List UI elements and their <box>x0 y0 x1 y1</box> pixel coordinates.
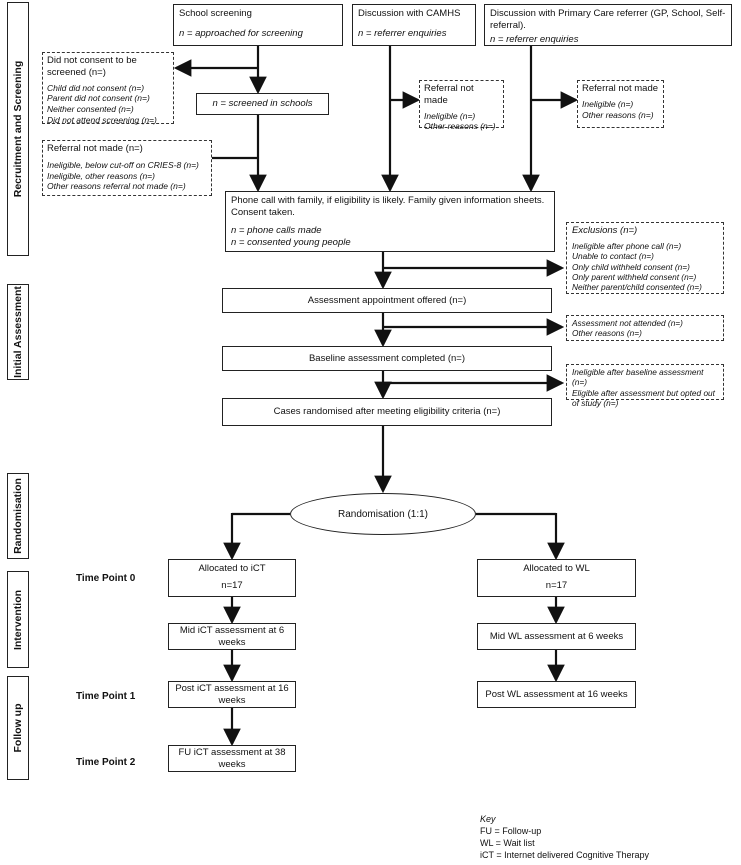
key-title: Key <box>480 814 496 824</box>
school-screening-title: School screening <box>179 8 252 19</box>
mid-ict-box: Mid iCT assessment at 6 weeks <box>168 623 296 650</box>
exclusions-item: Neither parent/child consented (n=) <box>572 282 702 293</box>
fu-ict-text: FU iCT assessment at 38 weeks <box>178 746 286 770</box>
no-consent-item: Child did not consent (n=) <box>47 82 145 93</box>
allocated-ict-box: Allocated to iCT n=17 <box>168 559 296 597</box>
baseline-box: Baseline assessment completed (n=) <box>222 346 552 371</box>
assessment-offered-box: Assessment appointment offered (n=) <box>222 288 552 313</box>
randomised-box: Cases randomised after meeting eligibili… <box>222 398 552 426</box>
not-attended-box: Assessment not attended (n=) Other reaso… <box>566 315 724 341</box>
referral-school-item: Other reasons referral not made (n=) <box>47 181 186 192</box>
phone-call-box: Phone call with family, if eligibility i… <box>225 191 555 252</box>
randomisation-label: Randomisation (1:1) <box>337 508 429 520</box>
phase-randomisation: Randomisation <box>7 473 29 559</box>
camhs-box: Discussion with CAMHS n = referrer enqui… <box>352 4 476 46</box>
school-screening-box: School screening n = approached for scre… <box>173 4 343 46</box>
primary-care-n: n = referrer enquiries <box>490 33 579 45</box>
allocated-wl-n: n=17 <box>545 579 568 591</box>
referral-school-title: Referral not made (n=) <box>47 143 143 154</box>
exclusions-box: Exclusions (n=) Ineligible after phone c… <box>566 222 724 294</box>
after-baseline-item: Eligible after assessment but opted out … <box>572 387 715 409</box>
phase-follow-up: Follow up <box>7 676 29 780</box>
primary-care-box: Discussion with Primary Care referrer (G… <box>484 4 732 46</box>
no-consent-item: Did not attend screening (n=) <box>47 114 157 125</box>
exclusions-title: Exclusions (n=) <box>572 225 638 236</box>
primary-care-title: Discussion with Primary Care referrer (G… <box>490 8 726 31</box>
baseline-text: Baseline assessment completed (n=) <box>308 352 466 364</box>
exclusions-item: Unable to contact (n=) <box>572 251 654 262</box>
randomisation-oval: Randomisation (1:1) <box>290 493 476 535</box>
allocated-ict-n: n=17 <box>221 579 243 591</box>
phase-initial-assessment: Initial Assessment <box>7 284 29 380</box>
key-legend: Key FU = Follow-up WL = Wait list iCT = … <box>480 813 649 862</box>
camhs-title: Discussion with CAMHS <box>358 8 461 19</box>
referral-camhs-item: Ineligible (n=) <box>424 110 476 121</box>
referral-not-made-school-box: Referral not made (n=) Ineligible, below… <box>42 140 212 196</box>
camhs-n: n = referrer enquiries <box>358 27 447 39</box>
referral-camhs-item: Other reasons (n=) <box>424 121 496 132</box>
key-item: iCT = Internet delivered Cognitive Thera… <box>480 850 650 861</box>
exclusions-item: Only child withheld consent (n=) <box>572 261 690 272</box>
time-point-2: Time Point 2 <box>76 757 136 768</box>
referral-school-item: Ineligible, below cut-off on CRIES-8 (n=… <box>47 159 199 170</box>
no-consent-item: Neither consented (n=) <box>47 104 134 114</box>
time-point-1: Time Point 1 <box>76 691 136 702</box>
phase-recruitment-screening: Recruitment and Screening <box>7 2 29 256</box>
phase-intervention: Intervention <box>7 571 29 668</box>
exclusions-item: Ineligible after phone call (n=) <box>572 240 682 251</box>
screened-text: n = screened in schools <box>212 98 313 110</box>
no-consent-box: Did not consent to be screened (n=) Chil… <box>42 52 174 125</box>
exclusions-item: Only parent withheld consent (n=) <box>572 271 697 282</box>
assessment-offered-text: Assessment appointment offered (n=) <box>307 294 467 306</box>
referral-primary-item: Ineligible (n=) <box>582 98 634 109</box>
mid-wl-box: Mid WL assessment at 6 weeks <box>477 623 636 650</box>
time-point-0: Time Point 0 <box>76 573 136 584</box>
mid-wl-text: Mid WL assessment at 6 weeks <box>489 630 624 642</box>
referral-primary-item: Other reasons (n=) <box>582 109 654 120</box>
no-consent-item: Parent did not consent (n=) <box>47 93 150 104</box>
allocated-ict-label: Allocated to iCT <box>198 563 266 574</box>
after-baseline-box: Ineligible after baseline assessment (n=… <box>566 364 724 408</box>
school-screening-n: n = approached for screening <box>179 27 303 39</box>
referral-not-made-camhs-box: Referral not made Ineligible (n=) Other … <box>419 80 504 131</box>
not-attended-item: Other reasons (n=) <box>572 328 642 339</box>
fu-ict-box: FU iCT assessment at 38 weeks <box>168 745 296 772</box>
allocated-wl-box: Allocated to WL n=17 <box>477 559 636 597</box>
post-wl-text: Post WL assessment at 16 weeks <box>485 688 628 700</box>
allocated-wl-label: Allocated to WL <box>523 563 590 574</box>
referral-not-made-primary-box: Referral not made Ineligible (n=) Other … <box>577 80 664 128</box>
randomised-text: Cases randomised after meeting eligibili… <box>273 406 501 418</box>
phone-calls-n: n = phone calls made <box>231 224 322 236</box>
key-item: FU = Follow-up <box>480 826 542 837</box>
phone-call-text: Phone call with family, if eligibility i… <box>231 195 545 218</box>
referral-primary-title: Referral not made <box>582 83 659 94</box>
post-ict-text: Post iCT assessment at 16 weeks <box>175 682 289 706</box>
mid-ict-text: Mid iCT assessment at 6 weeks <box>179 624 285 648</box>
referral-school-item: Ineligible, other reasons (n=) <box>47 170 155 181</box>
key-item: WL = Wait list <box>480 838 535 849</box>
no-consent-title: Did not consent to be screened (n=) <box>47 55 137 78</box>
screened-box: n = screened in schools <box>196 93 329 115</box>
not-attended-item: Assessment not attended (n=) <box>572 318 683 328</box>
post-ict-box: Post iCT assessment at 16 weeks <box>168 681 296 708</box>
post-wl-box: Post WL assessment at 16 weeks <box>477 681 636 708</box>
consented-n: n = consented young people <box>231 236 351 248</box>
after-baseline-item: Ineligible after baseline assessment (n=… <box>572 367 704 388</box>
referral-camhs-title: Referral not made <box>424 83 474 106</box>
